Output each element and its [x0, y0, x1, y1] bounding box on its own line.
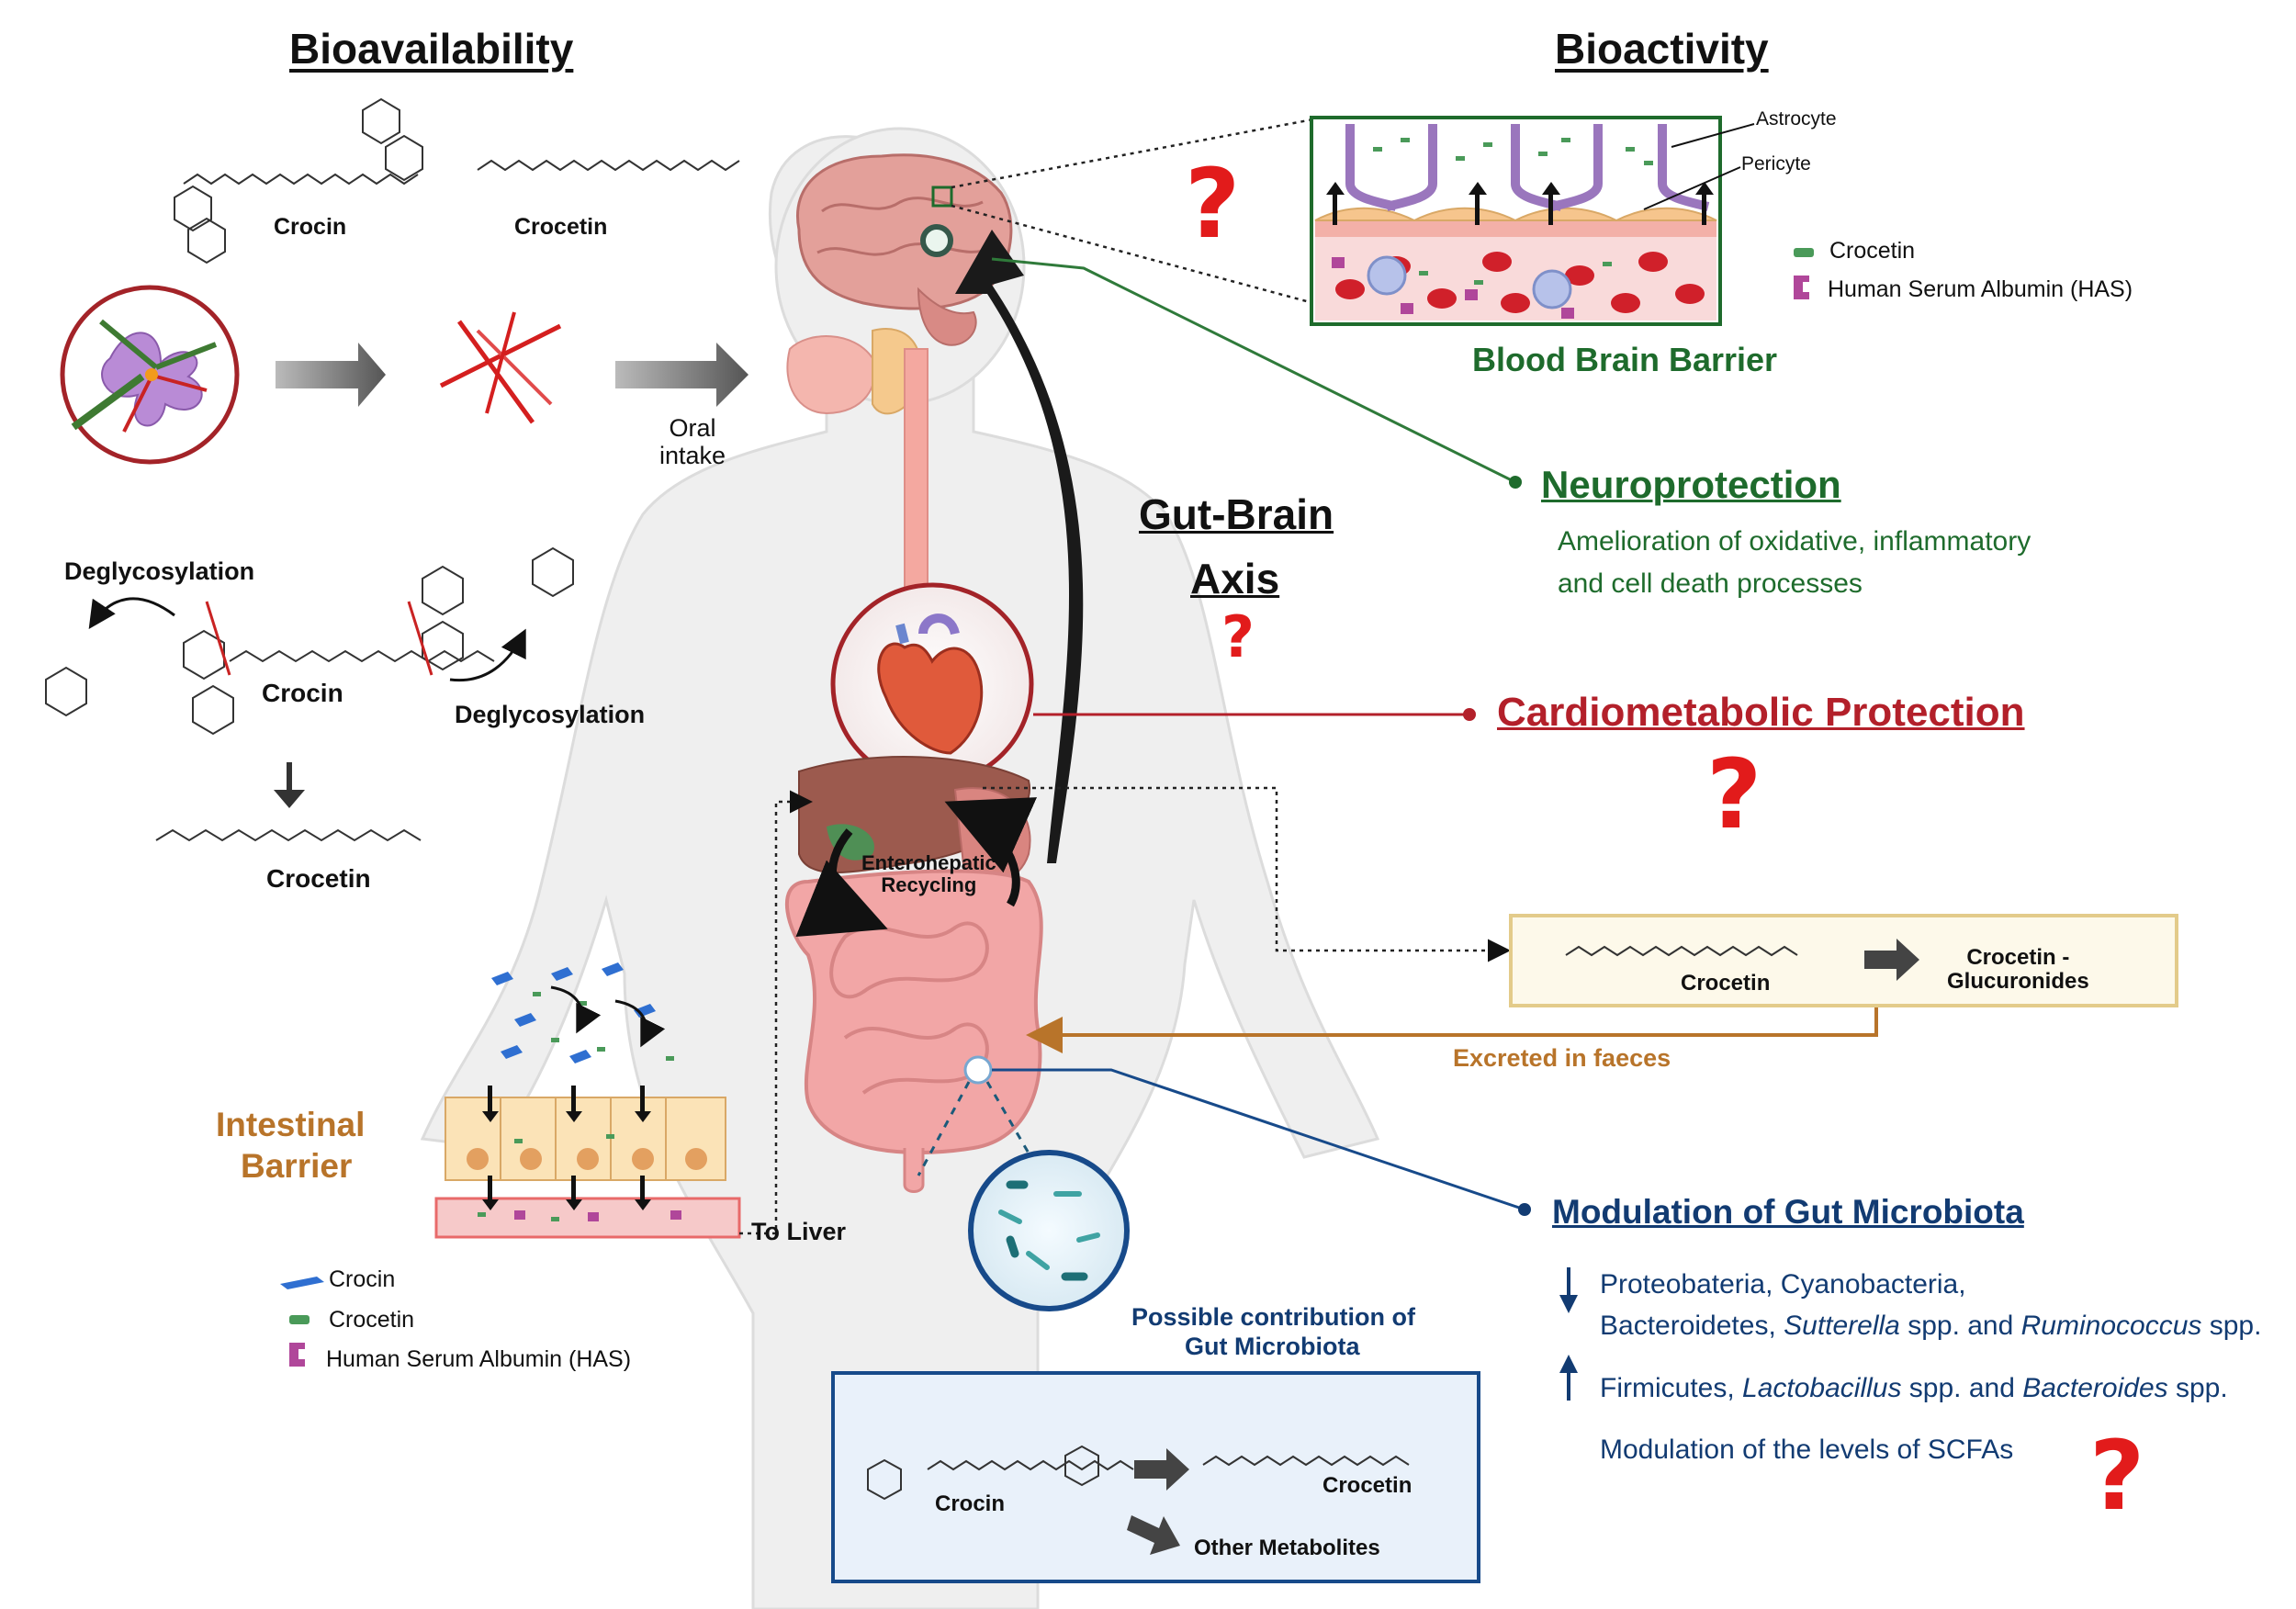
gut-brain-label-2: Axis [1190, 555, 1280, 602]
crocin-top-label: Crocin [274, 214, 347, 240]
gut-box-crocin: Crocin [935, 1491, 1006, 1516]
neuroprotection-desc-2: and cell death processes [1558, 568, 1863, 599]
legend-crocin-swatch [280, 1277, 324, 1289]
bbb-title: Blood Brain Barrier [1472, 341, 1778, 378]
crocetin-mid-label: Crocetin [266, 864, 371, 893]
bbb-question-mark: ? [1185, 148, 1241, 260]
excreted-arrow [1026, 1007, 1878, 1053]
glucuronide-box [1509, 914, 2178, 1007]
decrease-arrow-icon [1559, 1267, 1578, 1313]
enterohepatic-arrows [795, 797, 1038, 937]
bbb-illustration [1310, 116, 1755, 326]
cardio-question-mark: ? [1706, 738, 1762, 850]
gut-metabolism-box [831, 1371, 1480, 1583]
chem-structures [45, 97, 740, 842]
bioavailability-header: Bioavailability [289, 25, 574, 73]
crocin-mid-label: Crocin [262, 679, 343, 707]
cardiometabolic-title: Cardiometabolic Protection [1497, 690, 2025, 735]
to-liver-label: To Liver [751, 1218, 847, 1245]
microbiota-decrease-line-1: Proteobateria, Cyanobacteria, [1600, 1269, 1966, 1300]
intestinal-barrier-title-1: Intestinal [216, 1106, 366, 1143]
gut-box-crocetin: Crocetin [1322, 1473, 1412, 1498]
microbiota-increase-line: Firmicutes, Lactobacillus spp. and Bacte… [1600, 1373, 2228, 1403]
bioactivity-header: Bioactivity [1555, 25, 1769, 73]
gut-brain-question-mark: ? [1221, 603, 1255, 670]
bbb-legend-has: Human Serum Albumin (HAS) [1828, 276, 2133, 302]
crocetin-glucuronides-label: Crocetin - Glucuronides [1947, 945, 2089, 995]
intestines [784, 869, 1043, 1193]
pericyte-label: Pericyte [1741, 153, 1811, 174]
microbiota-decrease-line-2: Bacteroidetes, Sutterella spp. and Rumin… [1600, 1311, 2262, 1341]
increase-arrow-icon [1559, 1355, 1578, 1401]
microbiota-title: Modulation of Gut Microbiota [1552, 1193, 2024, 1231]
intestinal-barrier [434, 962, 741, 1239]
glucuronide-box-crocetin: Crocetin [1681, 971, 1771, 996]
brain-illustration [796, 153, 1013, 346]
microbiota-scfa-line: Modulation of the levels of SCFAs [1600, 1435, 2014, 1465]
saffron-flower-callout [60, 285, 240, 465]
intestinal-barrier-title-2: Barrier [241, 1147, 353, 1185]
intestinal-legend-crocetin: Crocetin [329, 1307, 415, 1333]
deglycosylation-left-label: Deglycosylation [64, 557, 255, 585]
gut-brain-label-1: Gut-Brain [1139, 490, 1334, 538]
intake-arrows [276, 343, 748, 407]
neuroprotection-title: Neuroprotection [1541, 463, 1841, 506]
cleavage-marks [88, 597, 526, 808]
excreted-label: Excreted in faeces [1453, 1044, 1671, 1072]
legend-crocetin-swatch-2 [289, 1315, 310, 1324]
astrocyte-label: Astrocyte [1756, 108, 1837, 129]
crocetin-top-label: Crocetin [514, 214, 608, 240]
gut-box-title-2: Gut Microbiota [1185, 1333, 1360, 1360]
intestinal-legend-has: Human Serum Albumin (HAS) [326, 1346, 632, 1372]
legend-has-swatch [1794, 276, 1809, 299]
deglycosylation-right-label: Deglycosylation [455, 701, 646, 728]
microbiota-question-mark: ? [2089, 1420, 2145, 1532]
bbb-legend-crocetin: Crocetin [1829, 238, 1916, 264]
microbiota-callout [917, 1081, 1130, 1311]
effect-connectors [991, 257, 1531, 1216]
heart-callout [830, 582, 1034, 786]
enterohepatic-label: Enterohepatic Recycling [861, 851, 996, 897]
saffron-stigmas [439, 311, 562, 424]
gut-box-other-metabolites: Other Metabolites [1194, 1536, 1380, 1560]
intestinal-legend-crocin: Crocin [329, 1266, 396, 1292]
legend-crocetin-swatch [1794, 248, 1814, 257]
neuroprotection-desc-1: Amelioration of oxidative, inflammatory [1558, 526, 2032, 557]
gut-box-title-1: Possible contribution of [1131, 1303, 1415, 1331]
gut-brain-arrow [955, 230, 1084, 863]
to-liver-line [739, 790, 813, 1235]
liver-to-glucuronide-line [983, 786, 1511, 962]
oral-intake-label: Oral intake [659, 414, 726, 469]
bbb-callout-lines [951, 118, 1314, 305]
legend-has-swatch-2 [289, 1343, 305, 1367]
